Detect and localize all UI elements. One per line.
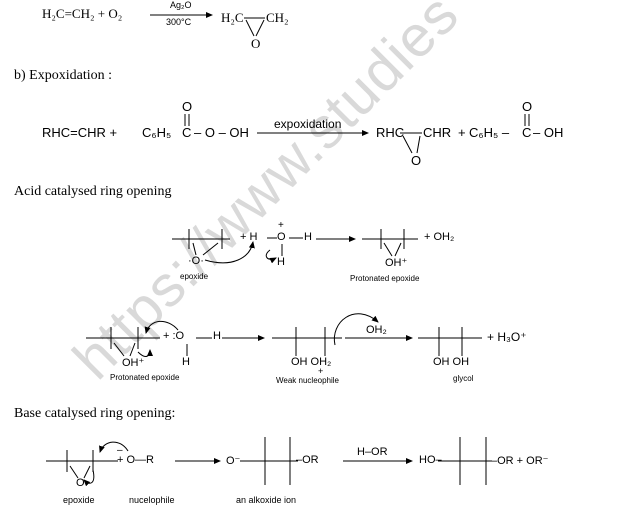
acid-step2-oh2-leaving: OH₂ [366,324,387,336]
section-b-plus: + [458,125,466,140]
base-label-epoxide: epoxide [63,495,95,505]
acid-step1-product-plus: + OH₂ [424,231,455,243]
acid2-co-right [129,342,136,357]
acid-step2-label-protonated: Protonated epoxide [110,373,180,382]
base-plus-o-r: + O—R [117,454,154,466]
acid1-prod-co-right [394,242,402,257]
base-co-left [69,465,79,479]
acid-step1-epoxide-o: ·O· [188,255,204,267]
acid1-co-left [192,242,197,256]
section-b-epoxide-o: O [411,153,422,168]
section-b-product1-left: RHC [376,125,405,140]
acid-step2-mid-oh-oh2: OH OH₂ [291,356,332,368]
acid-step2-glycol-oh: OH OH [433,356,470,368]
base-label-alkoxide: an alkoxide ion [236,495,297,505]
b-product-co-left [402,135,413,154]
acid2-curved-arrow-1 [144,320,179,334]
reaction1-oxygen: O [251,36,261,51]
reaction1-product-left: H₂C [221,10,244,25]
section-b-product2-prefix: C₆H₅ – [469,125,510,140]
acid-step1-product-oh: OH⁺ [385,257,408,269]
reaction1-co-bond-left [245,19,255,37]
reaction1-temperature: 300°C [166,17,192,27]
base-product-ho: HO– [419,454,442,466]
acid-step2-h-below: H [182,356,190,368]
section-b-product2-carbonyl-o: O [522,99,533,114]
section-b-product2-c: C [522,125,532,140]
section-b-reactant1: RHC=CHR + [42,125,118,140]
acid-step2-oh-plus: OH⁺ [122,357,145,369]
base-curved-arrow-2 [83,469,95,487]
acid2-co-left [113,342,125,357]
section-b-product2-suffix: – OH [533,125,564,140]
acid-step2-mid-plus: + [318,366,324,376]
reaction1-reactants: H₂C=CH₂ + O₂ [42,6,123,21]
acid-step2-h: H [213,330,221,342]
acid-heading: Acid catalysed ring opening [14,184,172,199]
section-b-reactant2-carbonyl-o: O [182,99,193,114]
reaction1-catalyst: Ag₂O [170,0,192,10]
acid-step1-label-epoxide: epoxide [180,272,209,281]
acid2-curved-arrow-2 [137,349,153,357]
base-epoxide-o: O [76,477,85,489]
section-b-reactant2-prefix: C₆H₅ [142,125,172,140]
acid1-curved-arrow-1 [204,241,255,264]
base-co-right [83,465,91,479]
section-b-reactant2-suffix: – O – OH [194,125,249,140]
acid-step1-h: H [304,231,312,243]
acid-step1-label-protonated: Protonated epoxide [350,274,420,283]
acid-step1-o: O [277,231,286,243]
base-label-nucleophile: nucelophile [129,495,175,505]
base-curved-arrow-1 [99,441,129,453]
b-product-co-right [416,135,421,154]
acid2-curved-arrow-3 [333,313,379,346]
acid1-curved-arrow-2 [265,249,277,264]
acid-step1-h-below: H [277,256,285,268]
acid-step2-label-weak: Weak nucleophile [276,376,340,385]
reaction1-product-right: CH₂ [266,10,289,25]
section-b-heading: b) Expoxidation : [14,68,112,83]
acid-step2-label-glycol: glycol [453,374,474,383]
acid-step2-plus-o: + :O [163,330,185,342]
base-charge: – [117,445,123,456]
section-b-product1-right: CHR [423,125,452,140]
base-alkoxide-or: –OR [296,454,319,466]
base-arrow-label: H–OR [357,446,388,458]
acid-step1-o-charge: + [278,220,284,231]
section-b-reactant2-c: C [182,125,192,140]
acid-step2-glycol-plus: + H₃O⁺ [487,330,527,344]
acid1-prod-co-left [383,242,393,257]
acid1-co-right [202,242,219,256]
base-product-or: –OR + OR⁻ [491,455,549,467]
base-alkoxide-o: O⁻ [226,455,241,467]
acid-step1-plus-h: + H [240,231,258,243]
reaction1-co-bond-right [255,19,265,37]
section-b-arrow-label: expoxidation [274,117,342,131]
base-heading: Base catalysed ring opening: [14,406,176,421]
